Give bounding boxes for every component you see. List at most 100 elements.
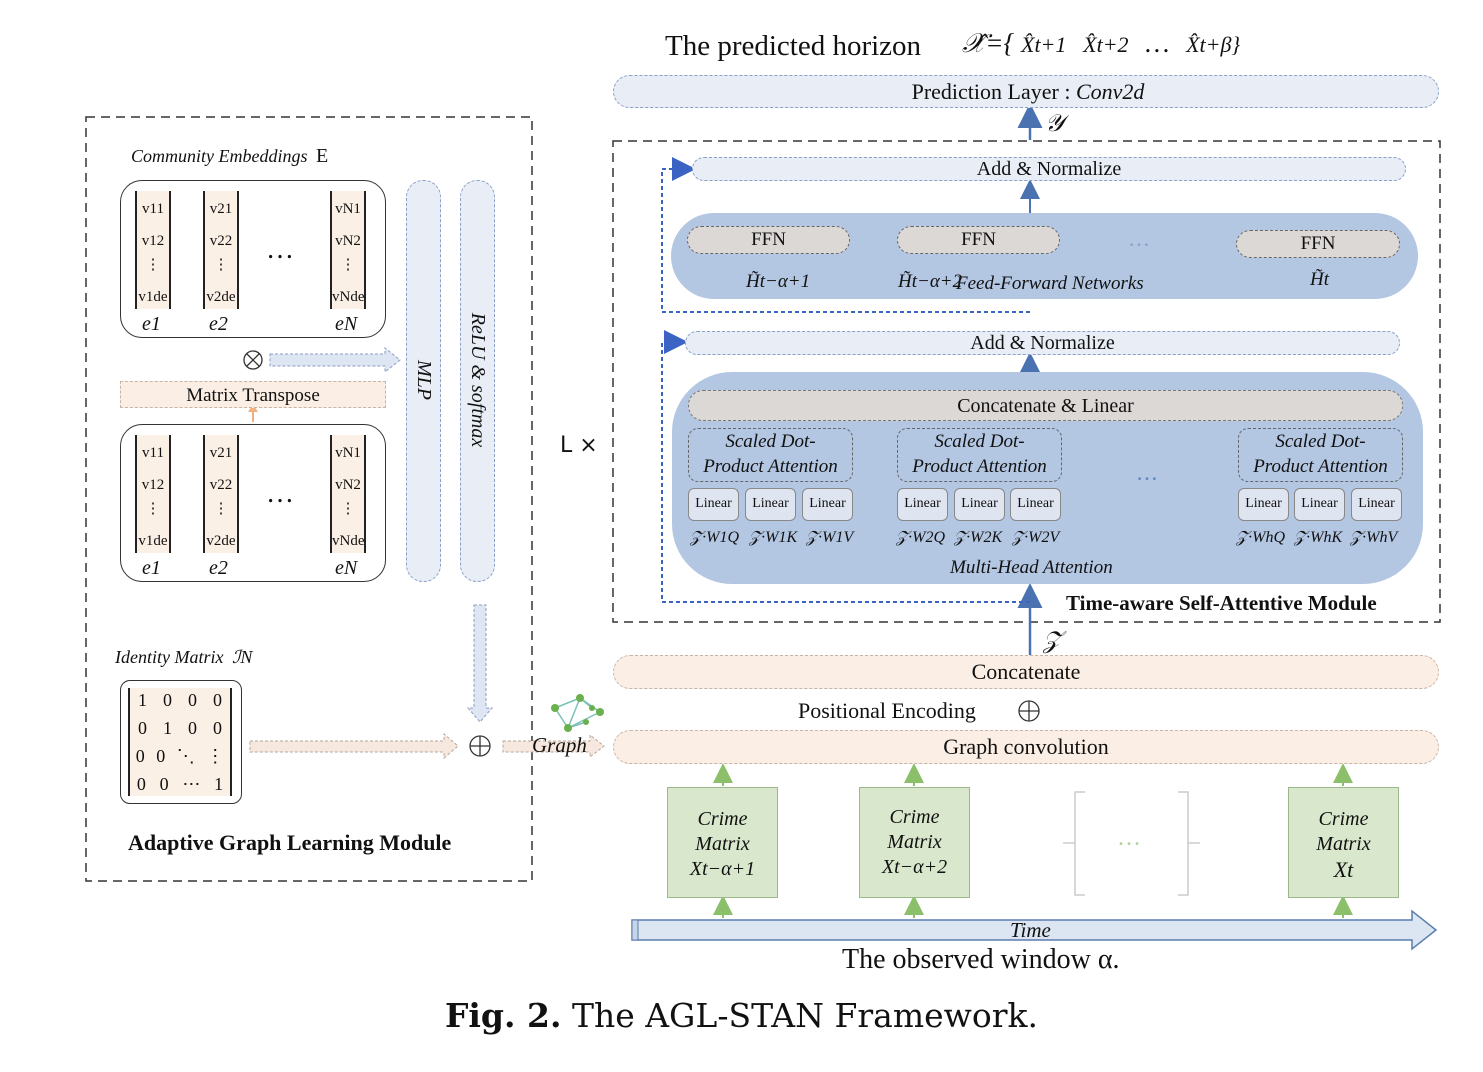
crime-dots: …: [1117, 825, 1141, 851]
identity-cell: 0: [188, 718, 197, 738]
ffn-label-2: FFN: [961, 229, 996, 250]
emb-cell: v11: [142, 445, 164, 461]
relu-softmax-label: ReLU & softmax: [467, 312, 489, 448]
crime-matrix-2-sym: Xt−α+2: [881, 856, 948, 878]
add-normalize-top-label: Add & Normalize: [976, 158, 1122, 180]
graph-network-icon: [551, 694, 604, 732]
attention-label-hb: Product Attention: [1253, 456, 1388, 477]
oplus-icon-pe: [1018, 700, 1040, 722]
emb-top-col-3: vN1 vN2 ⋮ vNde: [330, 191, 366, 309]
emb-cell: vNde: [332, 533, 365, 549]
emb-cell: ⋮: [145, 501, 161, 517]
identity-matrix-symbol: ℐN: [231, 647, 253, 667]
horizon-equation: 𝒳̂={ X̂t+1 X̂t+2 … X̂t+β}: [962, 30, 1240, 57]
attention-label-1a: Scaled Dot-: [725, 431, 816, 452]
concatenate-label: Concatenate: [971, 659, 1081, 684]
y-symbol: 𝒴: [1045, 111, 1064, 137]
linear-label-1v: Linear: [809, 496, 846, 511]
time-label: Time: [1010, 918, 1051, 942]
identity-cell: 0: [159, 774, 169, 794]
crime-matrix-box-1: [667, 787, 778, 898]
emb-cell: v21: [209, 445, 233, 461]
linear-box-1q: [688, 488, 739, 521]
attention-box-2: [897, 428, 1062, 482]
emb-top-label-2: e2: [209, 313, 228, 335]
linear-label-2v: Linear: [1017, 496, 1054, 511]
identity-cell: ⋮: [206, 746, 225, 766]
matrix-transpose-box: [120, 381, 386, 408]
identity-matrix-label: Identity Matrix ℐN: [115, 648, 252, 666]
crime-matrix-2-line1: Crime: [889, 806, 940, 828]
tsa-module-border: [612, 140, 1441, 623]
caption-text: The AGL-STAN Framework.: [571, 996, 1039, 1035]
emb-bottom-label-2: e2: [209, 557, 228, 579]
identity-cell: 0: [213, 718, 222, 738]
emb-cell: vN1: [335, 445, 361, 461]
linear-box-2v: [1010, 488, 1061, 521]
weight-hv: 𝒵·WhV: [1350, 529, 1398, 546]
crime-matrix-box-3: [1288, 787, 1399, 898]
crime-matrix-3-sym: Xt: [1333, 857, 1354, 882]
emb-bottom-dots: …: [266, 478, 294, 509]
identity-matrix-text: Identity Matrix: [115, 647, 224, 667]
emb-cell: v21: [209, 201, 233, 217]
concatenate-box: [613, 655, 1439, 689]
ffn-caption: Feed-Forward Networks: [956, 273, 1144, 294]
l-times-label: L ×: [560, 433, 598, 458]
ffn-dots: …: [1128, 226, 1150, 251]
otimes-icon: [243, 350, 263, 370]
emb-cell: ⋮: [340, 257, 356, 273]
embedding-box-top: [120, 180, 386, 338]
horizon-item-4: X̂t+β}: [1186, 32, 1241, 57]
crime-matrix-1-sym: Xt−α+1: [689, 858, 756, 880]
emb-cell: v2de: [206, 533, 236, 549]
weight-2v: 𝒵·W2V: [1012, 529, 1060, 546]
emb-cell: v1de: [138, 533, 168, 549]
graph-convolution-label: Graph convolution: [943, 734, 1109, 759]
agl-module-border: [85, 116, 533, 882]
ffn-h-label-2: H̃t−α+2: [898, 271, 963, 292]
emb-bottom-col-1: v11 v12 ⋮ v1de: [135, 435, 171, 553]
linear-label-hq: Linear: [1245, 496, 1282, 511]
crime-matrix-1-line2: Matrix: [695, 833, 750, 855]
figure-caption: Fig. 2. The AGL-STAN Framework.: [0, 996, 1483, 1035]
emb-cell: ⋮: [145, 257, 161, 273]
z-symbol: 𝒵: [1043, 628, 1062, 654]
weight-1k: 𝒵·W1K: [749, 529, 798, 546]
identity-cell: 0: [156, 746, 166, 766]
identity-cell: 1: [138, 690, 147, 710]
linear-box-hq: [1238, 488, 1289, 521]
linear-box-hv: [1351, 488, 1402, 521]
community-embeddings-text: Community Embeddings: [131, 146, 308, 166]
ffn-label-1: FFN: [751, 229, 786, 250]
identity-cell: 1: [163, 718, 172, 738]
linear-label-1q: Linear: [695, 496, 732, 511]
mlp-box: [406, 180, 441, 582]
positional-encoding-label: Positional Encoding: [798, 698, 976, 723]
crime-matrix-box-2: [859, 787, 970, 898]
emb-cell: vN2: [335, 233, 361, 249]
mha-dots: …: [1136, 460, 1158, 485]
identity-cell: 0: [138, 718, 147, 738]
linear-label-2q: Linear: [904, 496, 941, 511]
horizon-lhs: 𝒳̂={: [962, 28, 1015, 58]
weight-hk: 𝒵·WhK: [1294, 529, 1343, 546]
weight-2q: 𝒵·W2Q: [896, 529, 946, 546]
crime-matrix-2-line2: Matrix: [887, 831, 942, 853]
horizon-item-3: …: [1145, 28, 1170, 58]
attention-label-2a: Scaled Dot-: [934, 431, 1025, 452]
ffn-box-3: [1236, 230, 1400, 258]
oplus-icon-graph: [469, 735, 491, 757]
crime-matrix-3-line1: Crime: [1318, 808, 1369, 830]
identity-cell: 0: [213, 690, 222, 710]
concat-linear-box: [688, 390, 1403, 421]
emb-cell: ⋮: [213, 257, 229, 273]
ffn-box-1: [687, 226, 850, 254]
linear-box-2q: [897, 488, 948, 521]
emb-cell: v12: [141, 233, 165, 249]
emb-bottom-col-2: v21 v22 ⋮ v2de: [203, 435, 239, 553]
